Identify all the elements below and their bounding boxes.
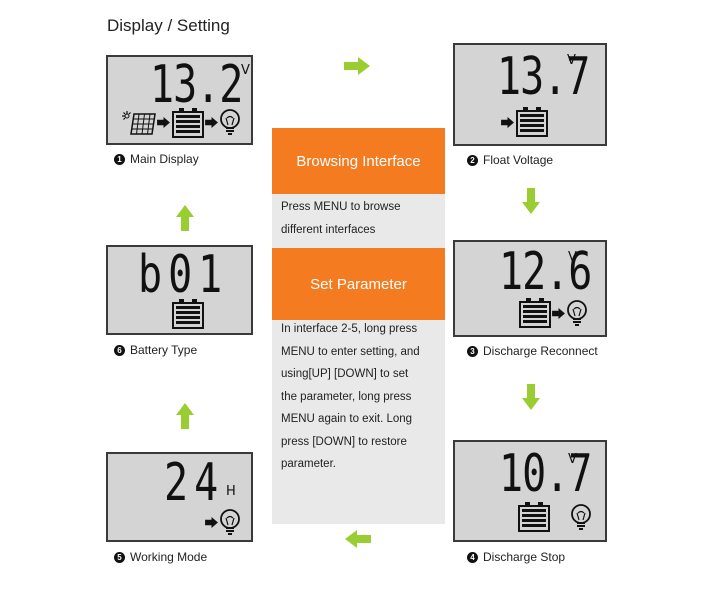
arrow-right-icon (552, 308, 565, 319)
discharge-stop-value: 10.7 (499, 444, 592, 504)
working-mode-unit: H (226, 484, 236, 499)
caption-label: Float Voltage (483, 153, 554, 167)
text-line: using[UP] [DOWN] to set (281, 368, 409, 380)
discharge-reconnect-value: 12.6 (499, 242, 592, 302)
arrow-left-icon (345, 530, 371, 548)
battery-icon (519, 298, 551, 328)
arrow-right-icon (344, 57, 370, 75)
set-parameter-header: Set Parameter (272, 248, 445, 320)
lcd-battery-type: b01 (106, 245, 253, 335)
text-line: Press MENU to browse (281, 201, 401, 213)
caption-discharge-reconnect: 3 Discharge Reconnect (467, 344, 598, 358)
step-number: 5 (114, 551, 125, 563)
caption-working-mode: 5 Working Mode (114, 550, 207, 564)
working-mode-value: 24 (164, 453, 225, 513)
arrow-right-icon (501, 117, 514, 128)
text-line: the parameter, long press (281, 390, 412, 403)
lcd-working-mode: 24 H (106, 452, 253, 542)
caption-label: Main Display (130, 152, 199, 166)
caption-main-display: 1 Main Display (114, 152, 199, 166)
text-line: different interfaces (281, 223, 376, 236)
main-display-unit: V (241, 63, 250, 78)
set-parameter-instructions: In interface 2-5, long press MENU to ent… (281, 318, 443, 476)
arrow-right-icon (205, 517, 218, 528)
text-line: parameter. (281, 458, 336, 470)
arrow-right-icon (205, 117, 218, 128)
solar-panel-icon (122, 110, 156, 136)
caption-label: Discharge Stop (483, 550, 566, 564)
lcd-discharge-reconnect: 12.6 V (453, 240, 607, 337)
bulb-icon (219, 509, 241, 535)
battery-icon (172, 299, 204, 329)
arrow-down-icon (522, 188, 540, 214)
bulb-icon (570, 504, 592, 530)
text-line: In interface 2-5, long press (281, 323, 418, 335)
step-number: 4 (467, 551, 478, 563)
instructions-panel: Browsing Interface Press MENU to browse … (272, 128, 445, 524)
step-number: 1 (114, 153, 125, 165)
page-title: Display / Setting (107, 16, 230, 35)
battery-icon (172, 108, 204, 138)
main-display-value: 13.2 (150, 55, 243, 115)
caption-discharge-stop: 4 Discharge Stop (467, 550, 565, 564)
discharge-stop-unit: V (568, 452, 577, 467)
lcd-float-voltage: 13.7 V (453, 43, 607, 146)
caption-label: Discharge Reconnect (483, 344, 598, 358)
arrow-up-icon (176, 403, 194, 429)
step-number: 6 (114, 344, 125, 356)
discharge-reconnect-unit: V (568, 250, 577, 265)
caption-label: Battery Type (130, 343, 198, 357)
caption-battery-type: 6 Battery Type (114, 343, 197, 357)
battery-icon (516, 107, 548, 137)
lcd-main-display: 13.2 V (106, 55, 253, 145)
browsing-instructions: Press MENU to browse different interface… (281, 196, 443, 241)
caption-float-voltage: 2 Float Voltage (467, 153, 553, 167)
step-number: 3 (467, 345, 478, 357)
arrow-up-icon (176, 205, 194, 231)
bulb-icon (219, 109, 241, 135)
arrow-right-icon (157, 117, 170, 128)
float-voltage-unit: V (567, 53, 576, 68)
battery-icon (518, 502, 550, 532)
lcd-discharge-stop: 10.7 V (453, 440, 607, 542)
float-voltage-value: 13.7 (497, 47, 590, 107)
text-line: press [DOWN] to restore (281, 435, 407, 448)
caption-label: Working Mode (130, 550, 208, 564)
text-line: MENU again to exit. Long (281, 413, 413, 425)
arrow-down-icon (522, 384, 540, 410)
bulb-icon (566, 300, 588, 326)
text-line: MENU to enter setting, and (281, 345, 420, 358)
step-number: 2 (467, 154, 478, 166)
battery-type-value: b01 (138, 245, 229, 305)
browsing-interface-header: Browsing Interface (272, 128, 445, 194)
